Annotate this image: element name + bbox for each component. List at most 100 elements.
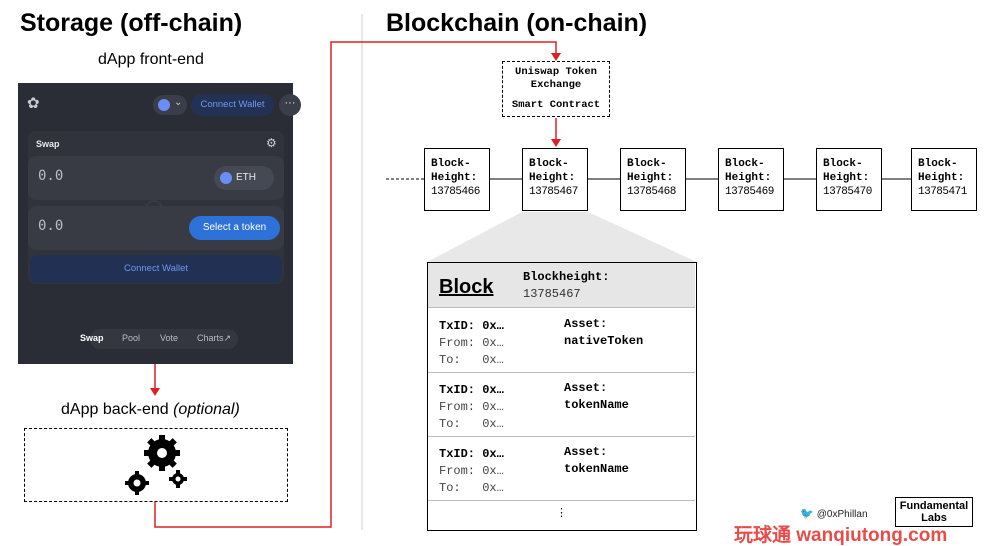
nav-vote[interactable]: Vote bbox=[160, 333, 179, 343]
txid-label: TxID: bbox=[439, 383, 476, 397]
to-label: To: bbox=[439, 417, 461, 431]
block-height: 13785471 bbox=[918, 186, 967, 198]
input-field[interactable]: 0.0 ETH bbox=[28, 156, 284, 200]
blockheight-value: 13785467 bbox=[523, 287, 581, 301]
block-13785470: Block- Height: 13785470 bbox=[816, 148, 882, 211]
backend-label: dApp back-end (optional) bbox=[61, 401, 240, 419]
backend-box bbox=[24, 428, 288, 502]
asset-value: tokenName bbox=[564, 462, 629, 476]
block-height: 13785467 bbox=[529, 186, 578, 198]
more-transactions-indicator: ⋮ bbox=[556, 507, 567, 519]
from-value: 0x… bbox=[482, 336, 504, 350]
to-value: 0x… bbox=[482, 353, 504, 367]
arrowhead-backend bbox=[150, 388, 160, 396]
nav-charts[interactable]: Charts↗ bbox=[197, 333, 232, 343]
to-label: To: bbox=[439, 481, 461, 495]
brand-line-2: Labs bbox=[921, 512, 947, 524]
transaction-row: TxID: 0x… From: 0x… To: 0x… Asset: token… bbox=[428, 373, 695, 437]
block-label: Block- bbox=[627, 158, 667, 170]
block-height: 13785470 bbox=[823, 186, 872, 198]
connect-wallet-button[interactable]: Connect Wallet bbox=[191, 94, 274, 116]
output-field[interactable]: 0.0 Select a token bbox=[28, 206, 284, 250]
from-value: 0x… bbox=[482, 400, 504, 414]
from-value: 0x… bbox=[482, 464, 504, 478]
contract-line-3: Smart Contract bbox=[511, 99, 601, 111]
asset-label: Asset: bbox=[564, 445, 608, 459]
block-detail: Block Blockheight: 13785467 TxID: 0x… Fr… bbox=[427, 262, 697, 531]
twitter-bird-icon: 🐦 bbox=[800, 508, 814, 520]
txid-label: TxID: bbox=[439, 319, 476, 333]
dapp-header: ✿ ⌄ Connect Wallet ··· bbox=[18, 83, 301, 126]
token-label: ETH bbox=[236, 172, 256, 183]
asset-value: nativeToken bbox=[564, 334, 644, 348]
arrowhead-contract bbox=[551, 53, 561, 61]
block-13785467: Block- Height: 13785467 bbox=[522, 148, 588, 211]
from-label: From: bbox=[439, 400, 476, 414]
txid-label: TxID: bbox=[439, 447, 476, 461]
backend-label-text: dApp back-end bbox=[61, 401, 169, 418]
block-label: Height: bbox=[725, 172, 772, 184]
nav-swap[interactable]: Swap bbox=[80, 333, 104, 343]
unicorn-logo-icon[interactable]: ✿ bbox=[27, 95, 40, 112]
block-height: 13785468 bbox=[627, 186, 676, 198]
twitter-credit: 🐦 @0xPhillan bbox=[800, 507, 868, 520]
token-selector-eth[interactable]: ETH bbox=[214, 166, 274, 190]
block-height: 13785469 bbox=[725, 186, 774, 198]
frontend-label: dApp front-end bbox=[98, 51, 204, 68]
block-label: Height: bbox=[529, 172, 576, 184]
gears-icon bbox=[125, 435, 187, 495]
asset-value: tokenName bbox=[564, 398, 629, 412]
block-label: Height: bbox=[431, 172, 478, 184]
from-label: From: bbox=[439, 464, 476, 478]
transaction-row: TxID: 0x… From: 0x… To: 0x… Asset: nativ… bbox=[428, 309, 695, 373]
more-menu-button[interactable]: ··· bbox=[279, 94, 301, 116]
to-label: To: bbox=[439, 353, 461, 367]
watermark: 玩球通 wanqiutong.com bbox=[734, 525, 948, 546]
block-label: Block- bbox=[725, 158, 765, 170]
block-detail-header: Block Blockheight: 13785467 bbox=[428, 263, 695, 308]
smart-contract-box: Uniswap Token Exchange Smart Contract bbox=[502, 61, 610, 117]
block-detail-title: Block bbox=[439, 276, 494, 298]
dapp-frontend: ✿ ⌄ Connect Wallet ··· Swap ⚙ 0.0 ETH ↓ … bbox=[18, 83, 301, 364]
block-13785469: Block- Height: 13785469 bbox=[718, 148, 784, 211]
block-13785466: Block- Height: 13785466 bbox=[424, 148, 490, 211]
block-label: Block- bbox=[431, 158, 471, 170]
to-value: 0x… bbox=[482, 481, 504, 495]
block-label: Height: bbox=[918, 172, 965, 184]
blockchain-title: Blockchain (on-chain) bbox=[386, 9, 648, 37]
output-amount[interactable]: 0.0 bbox=[38, 218, 64, 234]
select-token-button[interactable]: Select a token bbox=[189, 216, 280, 240]
block-label: Height: bbox=[823, 172, 870, 184]
fundamental-labs-logo: Fundamental Labs bbox=[895, 497, 973, 527]
contract-line-2: Exchange bbox=[530, 79, 582, 91]
zoom-wedge bbox=[427, 212, 697, 262]
asset-label: Asset: bbox=[564, 317, 608, 331]
eth-icon bbox=[158, 99, 170, 111]
block-13785468: Block- Height: 13785468 bbox=[620, 148, 686, 211]
transaction-row: TxID: 0x… From: 0x… To: 0x… Asset: token… bbox=[428, 437, 695, 501]
block-label: Block- bbox=[823, 158, 863, 170]
backend-optional: (optional) bbox=[173, 401, 240, 418]
nav-pool[interactable]: Pool bbox=[122, 333, 141, 343]
arrowhead-block bbox=[551, 139, 561, 147]
connect-wallet-main-button[interactable]: Connect Wallet bbox=[30, 255, 282, 283]
bottom-nav: Swap Pool Vote Charts↗ bbox=[80, 329, 238, 349]
txid-value: 0x… bbox=[482, 447, 504, 461]
block-label: Block- bbox=[918, 158, 958, 170]
gear-icon[interactable]: ⚙ bbox=[266, 136, 277, 150]
block-label: Height: bbox=[627, 172, 674, 184]
eth-icon bbox=[220, 172, 232, 184]
chevron-down-icon: ⌄ bbox=[174, 97, 183, 108]
storage-title: Storage (off-chain) bbox=[20, 9, 243, 37]
brand-line-1: Fundamental bbox=[899, 500, 969, 512]
network-selector[interactable]: ⌄ bbox=[153, 95, 187, 115]
input-amount[interactable]: 0.0 bbox=[38, 168, 64, 184]
block-13785471: Block- Height: 13785471 bbox=[911, 148, 977, 211]
txid-value: 0x… bbox=[482, 319, 504, 333]
txid-value: 0x… bbox=[482, 383, 504, 397]
asset-label: Asset: bbox=[564, 381, 608, 395]
swap-title: Swap bbox=[36, 139, 60, 149]
blockheight-label: Blockheight: bbox=[523, 270, 610, 284]
from-label: From: bbox=[439, 336, 476, 350]
block-height: 13785466 bbox=[431, 186, 480, 198]
